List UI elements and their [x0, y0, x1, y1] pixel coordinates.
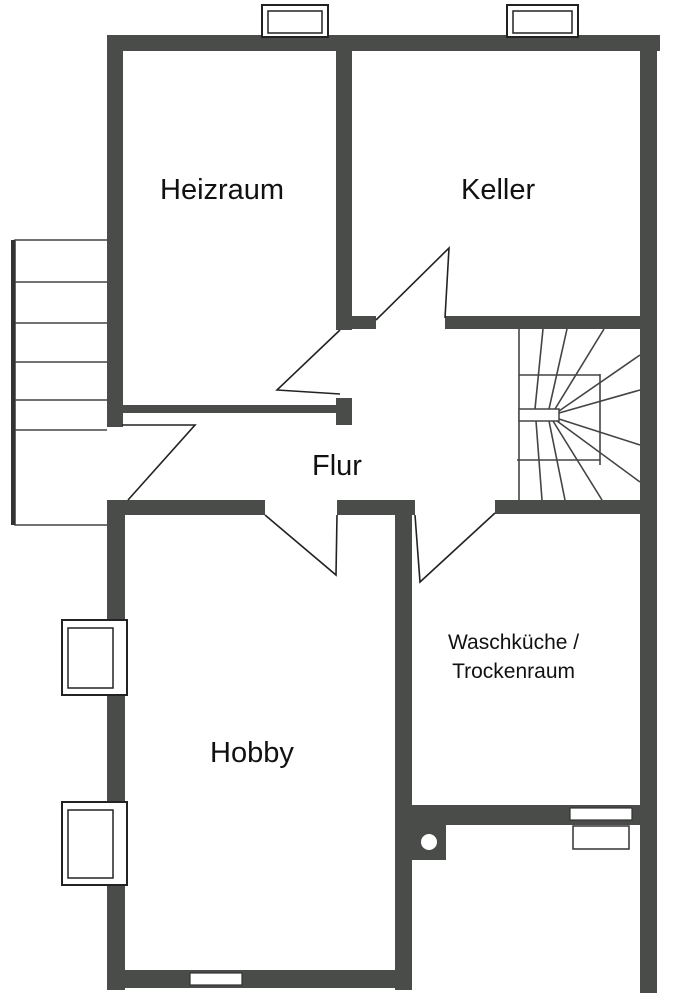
room-label-hobby: Hobby	[210, 737, 294, 769]
windows	[61, 4, 633, 986]
room-label-heizraum: Heizraum	[160, 174, 285, 206]
room-label-waschkueche: Waschküche / Trockenraum	[448, 628, 579, 686]
exterior-stairs	[11, 239, 107, 526]
room-label-waschkueche-line1: Waschküche /	[448, 631, 580, 654]
interior-staircase	[517, 328, 641, 501]
room-label-keller: Keller	[461, 174, 536, 206]
room-label-flur: Flur	[312, 450, 362, 482]
room-label-waschkueche-line2: Trockenraum	[452, 660, 576, 683]
doors	[122, 245, 496, 584]
